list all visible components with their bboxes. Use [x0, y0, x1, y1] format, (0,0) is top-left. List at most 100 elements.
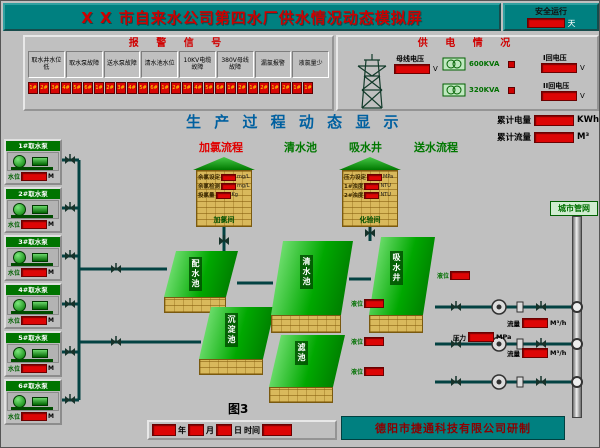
tank-filter-pool: 滤池	[269, 335, 345, 403]
flow-label-delivery: 送水流程	[414, 141, 458, 154]
circuit2-label: II回电压	[543, 82, 570, 90]
reading-label: 余氯设定	[198, 175, 221, 181]
reading-label: 投氯量	[198, 193, 215, 199]
pressure-unit: MPa	[496, 333, 512, 341]
reading-unit: mg/L	[237, 174, 250, 180]
pump-graphic	[7, 392, 59, 411]
level-display	[21, 172, 48, 181]
alarm-indicator: 1#	[94, 82, 104, 94]
alarm-panel: 报 警 信 号 取水井水位低 取水泵故障 送水泵故障 清水池水位 10KV电缆故…	[23, 35, 334, 111]
breaker-indicator	[508, 87, 515, 94]
tank-clear-water-pool: 清水池	[271, 241, 353, 333]
reading-display	[215, 191, 231, 199]
alarm-group-label: 10KV电缆故障	[179, 51, 216, 78]
alarm-indicator: 4#	[127, 82, 137, 94]
alarm-indicator: 1#	[248, 82, 258, 94]
level-label: 液位	[351, 369, 364, 376]
transformer2-label: 320KVA	[469, 86, 500, 94]
alarm-indicator: 3#	[116, 82, 126, 94]
level-label: 水位	[8, 270, 21, 277]
reading-unit: mg/L	[237, 183, 250, 189]
level-value-display	[364, 299, 385, 308]
level-display-suction-well: 液位	[437, 271, 471, 280]
level-value-display	[364, 367, 385, 376]
reading-label: 1#浊度	[344, 184, 364, 190]
pump-base	[11, 407, 53, 410]
motor-icon	[32, 157, 48, 166]
total-flow-row: 累计流量 M³	[497, 131, 589, 143]
year-display	[152, 424, 176, 436]
page-title: X X 市自来水公司第四水厂供水情况动态模拟屏	[81, 8, 423, 27]
total-flow-unit: M³	[577, 132, 590, 142]
alarm-group-label: 取水泵故障	[65, 51, 103, 78]
level-label: 水位	[8, 222, 21, 229]
pump-name: 4#取水泵	[6, 285, 60, 295]
transformer1-label: 600KVA	[469, 60, 500, 68]
pump-name: 1#取水泵	[6, 141, 60, 151]
year-label: 年	[178, 425, 186, 435]
power-panel: 供 电 情 况 母线电压 V 600KVA 320KVA I回电压 V II回电…	[336, 35, 599, 111]
bus-voltage-label: 母线电压	[396, 55, 424, 63]
credit-box: 德阳市捷通科技有限公司研制	[341, 416, 565, 440]
bus-voltage-unit: V	[433, 65, 438, 73]
alarm-group-labels: 取水井水位低 取水泵故障 送水泵故障 清水池水位 10KV电缆故障 380V母线…	[28, 51, 329, 78]
flow-meter-icon	[571, 338, 583, 350]
tank-label: 配水池	[189, 257, 202, 291]
safety-days-unit: 天	[567, 18, 576, 28]
circuit1-display	[541, 63, 577, 73]
alarm-indicator: 2#	[259, 82, 269, 94]
alarm-indicator: 1#	[28, 82, 38, 94]
house-row: 余氯设定 mg/L	[198, 173, 250, 181]
motor-icon	[32, 301, 48, 310]
alarm-indicator: 5#	[204, 82, 214, 94]
day-label: 日	[234, 425, 242, 435]
level-value-display	[364, 337, 385, 346]
level-display-clear-water: 液位	[351, 299, 385, 308]
alarm-group-label: 380V母线故障	[216, 51, 254, 78]
alarm-indicator: 6#	[215, 82, 225, 94]
alarm-indicator: 2#	[105, 82, 115, 94]
bus-voltage-display	[394, 64, 430, 74]
reading-display	[221, 182, 237, 190]
level-label: 液位	[437, 273, 450, 280]
delivery-pump-icons	[491, 299, 507, 390]
pump-base	[11, 215, 53, 218]
tank-suction-well: 吸水井	[369, 237, 435, 333]
pump-graphic	[7, 152, 59, 171]
alarm-indicator: 5#	[72, 82, 82, 94]
tank-sedimentation-pool: 沉淀池	[199, 307, 275, 375]
alarm-indicator-row: 1# 2# 3# 4# 5# 6# 1# 2# 3# 4# 5# 6# 1# 2…	[28, 82, 329, 94]
time-display	[262, 424, 292, 436]
level-display-filter: 液位	[351, 337, 385, 346]
pump-base	[11, 167, 53, 170]
level-display	[21, 220, 48, 229]
alarm-indicator: 2#	[39, 82, 49, 94]
house-roof	[193, 157, 255, 170]
tank-front	[164, 297, 226, 313]
pump-graphic	[7, 248, 59, 267]
datetime-bar: 年 月 日 时间	[147, 420, 337, 440]
safety-run-value-row: 天	[526, 18, 576, 29]
reading-unit: MPa	[383, 174, 394, 180]
alarm-indicator: 3#	[182, 82, 192, 94]
house-caption: 化验间	[359, 216, 381, 224]
figure-label: 图3	[228, 402, 249, 416]
pump-graphic	[7, 344, 59, 363]
city-network-pipe	[572, 216, 582, 418]
alarm-group-label: 送水泵故障	[103, 51, 141, 78]
tank-front	[269, 387, 333, 403]
total-flow-display	[534, 131, 575, 143]
